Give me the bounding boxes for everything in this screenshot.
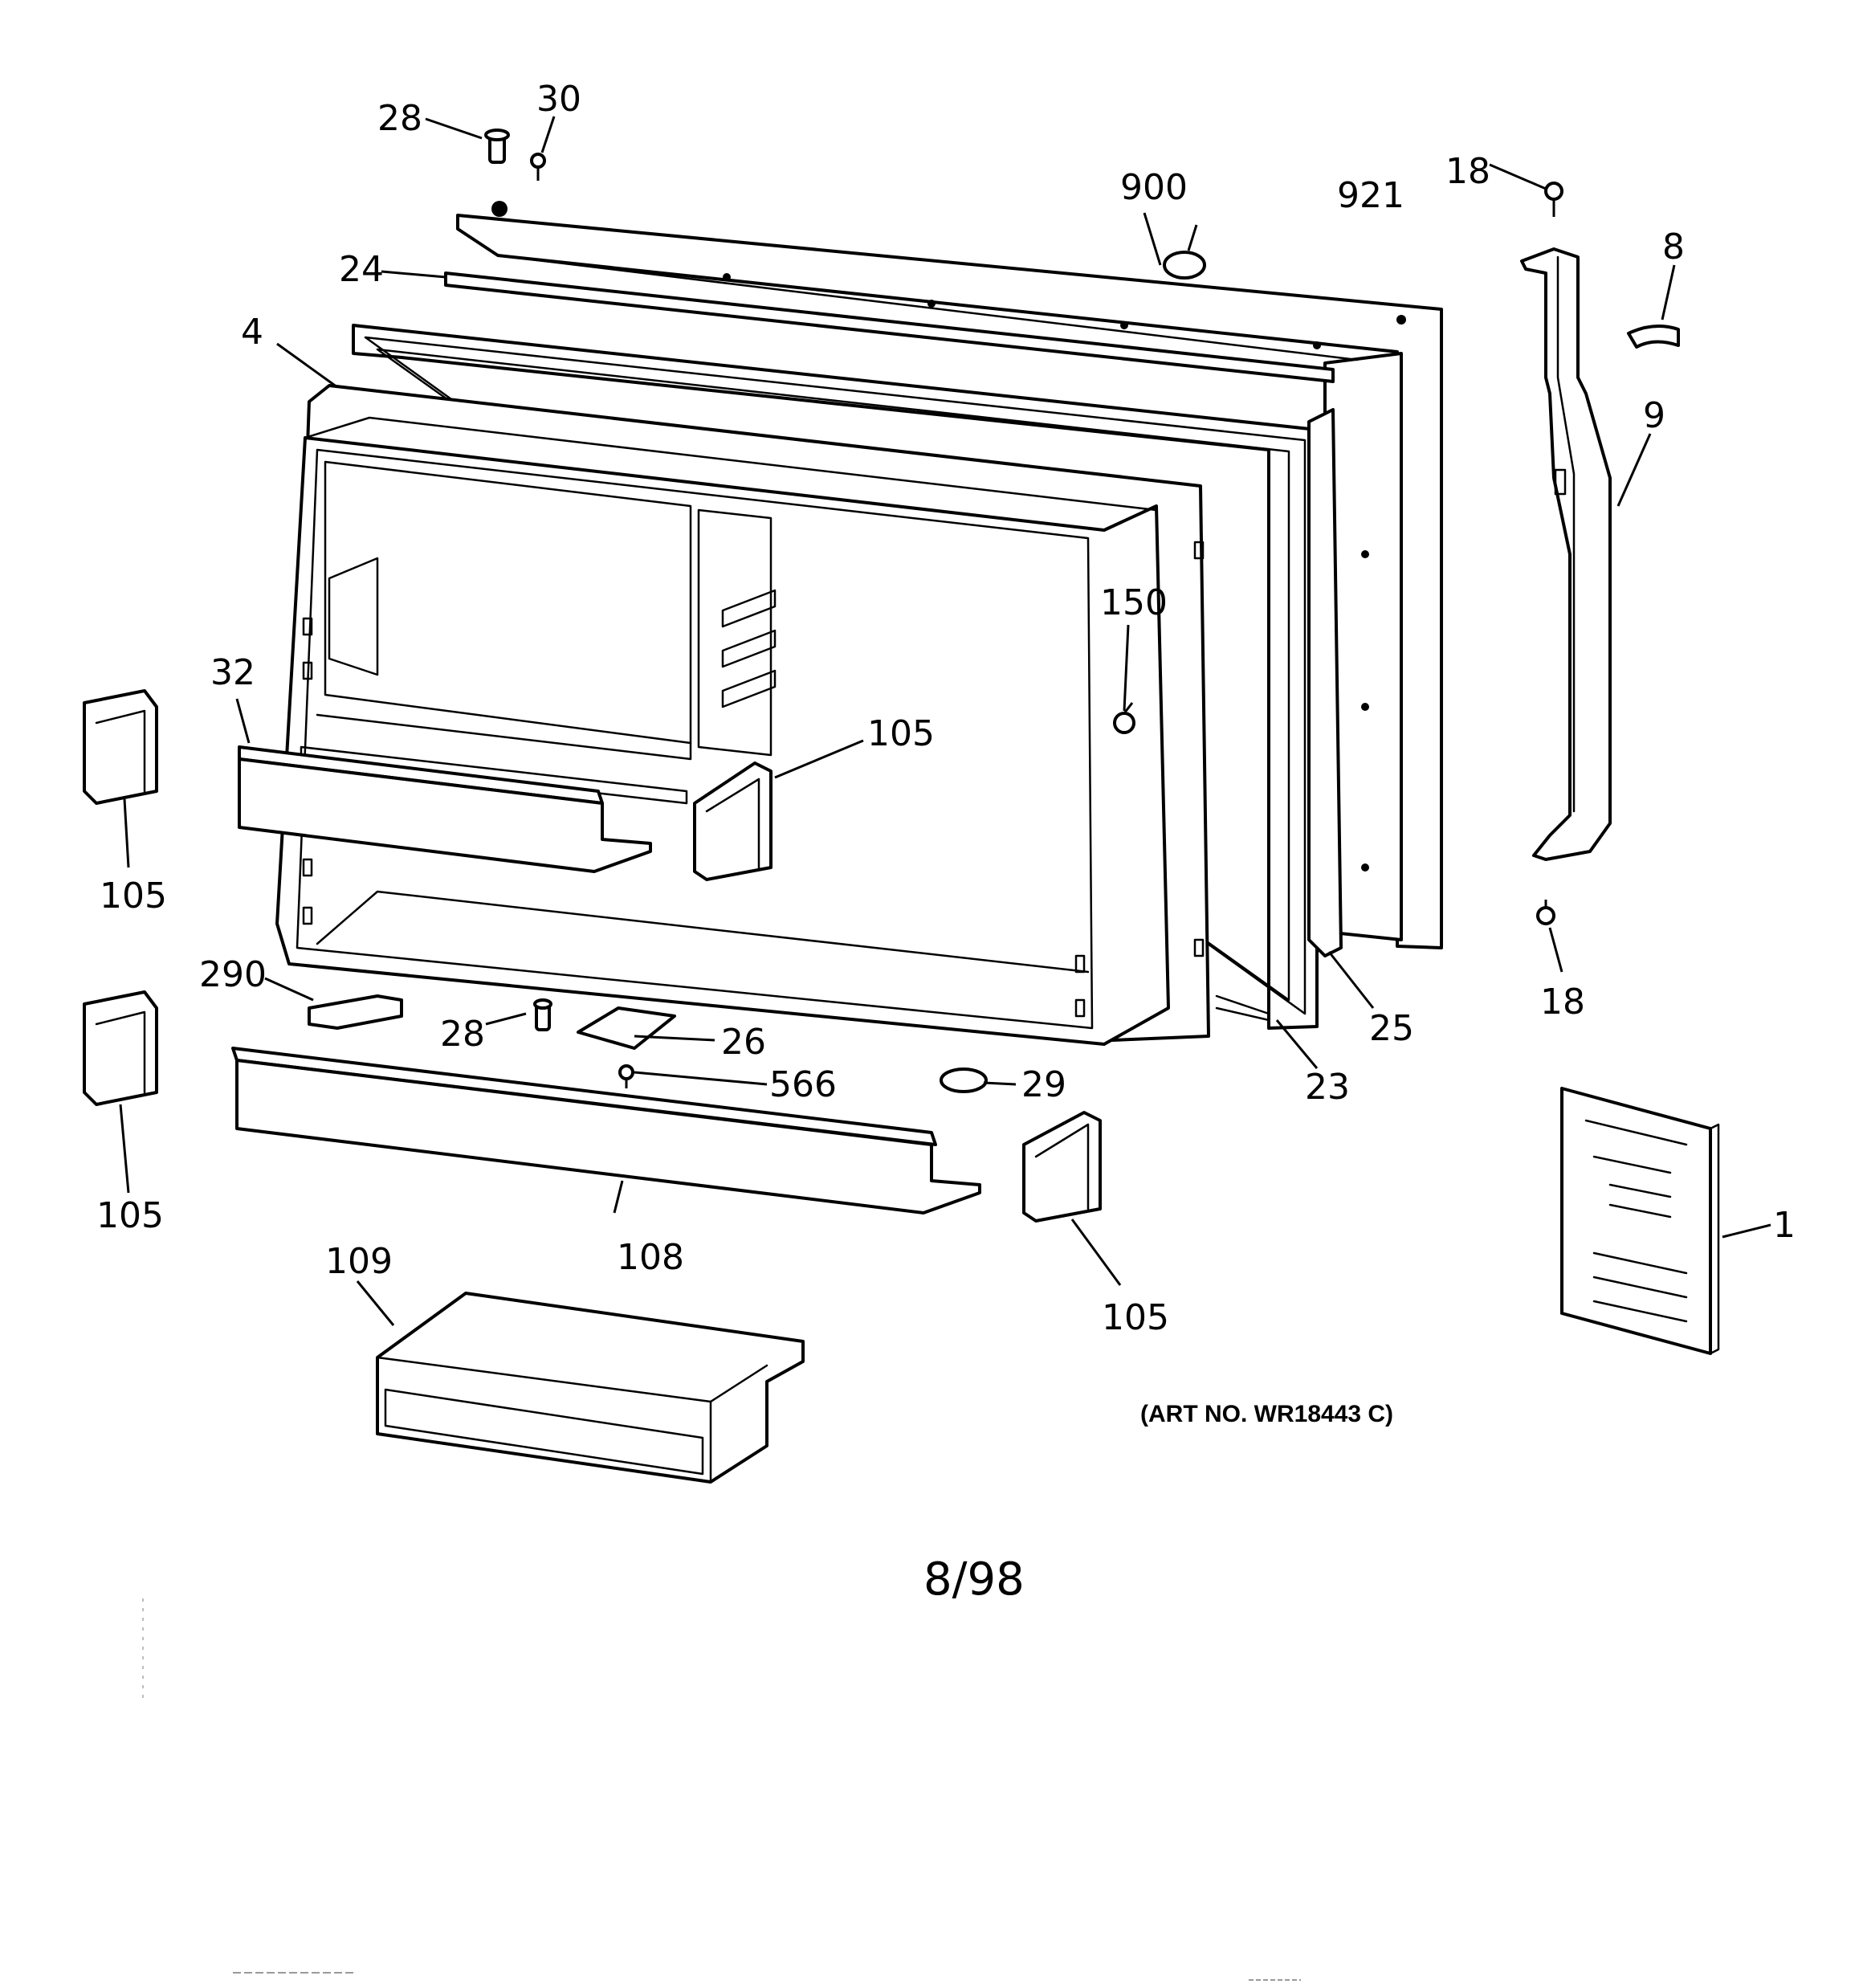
callout-23: 23 <box>1305 1067 1350 1108</box>
part-29-grommet <box>940 1067 988 1093</box>
end-cap-center <box>693 761 773 881</box>
end-cap-lower-right <box>1022 1111 1102 1223</box>
part-26-plate <box>577 1006 676 1050</box>
part-566-screw <box>618 1064 634 1088</box>
part-18-screw-top <box>1544 182 1563 217</box>
outer-door-panel <box>456 201 1443 949</box>
callout-105-lower-left: 105 <box>96 1195 164 1236</box>
callout-18-top: 18 <box>1445 151 1490 192</box>
callout-566: 566 <box>769 1064 837 1105</box>
callout-105-upper-left: 105 <box>100 876 167 916</box>
storage-bin <box>376 1292 805 1484</box>
end-cap-lower-left <box>83 990 158 1106</box>
callout-290: 290 <box>199 954 267 995</box>
callout-29: 29 <box>1021 1064 1066 1105</box>
top-trim-strip <box>444 271 1335 383</box>
callout-18-bottom: 18 <box>1540 982 1585 1023</box>
callout-labels: 28 30 900 921 18 8 24 4 9 150 32 105 105… <box>96 79 1796 1338</box>
callout-150: 150 <box>1100 582 1168 623</box>
callout-921: 921 <box>1337 175 1404 216</box>
part-921-plug <box>1163 251 1206 280</box>
art-number: (ART NO. WR18443 C) <box>1140 1401 1393 1427</box>
callout-28-top: 28 <box>377 98 422 139</box>
callout-8: 8 <box>1662 227 1685 267</box>
literature-booklet <box>1560 1087 1720 1355</box>
callout-24: 24 <box>339 249 384 290</box>
part-18-screw-bottom <box>1536 900 1555 925</box>
date-code: 8/98 <box>923 1553 1025 1606</box>
callout-1: 1 <box>1773 1205 1796 1246</box>
end-cap-upper-left <box>83 689 158 805</box>
callout-900: 900 <box>1120 167 1188 208</box>
callout-9: 9 <box>1643 395 1665 436</box>
callout-105-center: 105 <box>867 713 935 754</box>
callout-108: 108 <box>617 1237 684 1278</box>
callout-105-lower-right: 105 <box>1102 1297 1169 1338</box>
inner-door-liner <box>275 384 1210 1046</box>
callout-4: 4 <box>241 312 263 353</box>
callout-32: 32 <box>210 652 255 693</box>
part-150-screw <box>1113 702 1135 734</box>
side-trim-strip <box>1307 408 1343 957</box>
handle-clip <box>1627 325 1680 349</box>
callout-26: 26 <box>721 1022 766 1063</box>
leader-lines <box>119 116 1771 1326</box>
part-290-block <box>308 994 403 1030</box>
part-28-screw-top <box>484 129 510 164</box>
callout-25: 25 <box>1369 1008 1414 1049</box>
door-handle <box>1520 247 1612 861</box>
part-28-pin <box>533 998 552 1031</box>
upper-shelf-bar <box>238 745 652 873</box>
callout-28-lower: 28 <box>440 1014 485 1055</box>
callout-109: 109 <box>325 1241 393 1282</box>
lower-shelf-bar <box>231 1047 981 1214</box>
part-30-screw-top <box>530 153 546 181</box>
callout-30: 30 <box>536 79 581 120</box>
